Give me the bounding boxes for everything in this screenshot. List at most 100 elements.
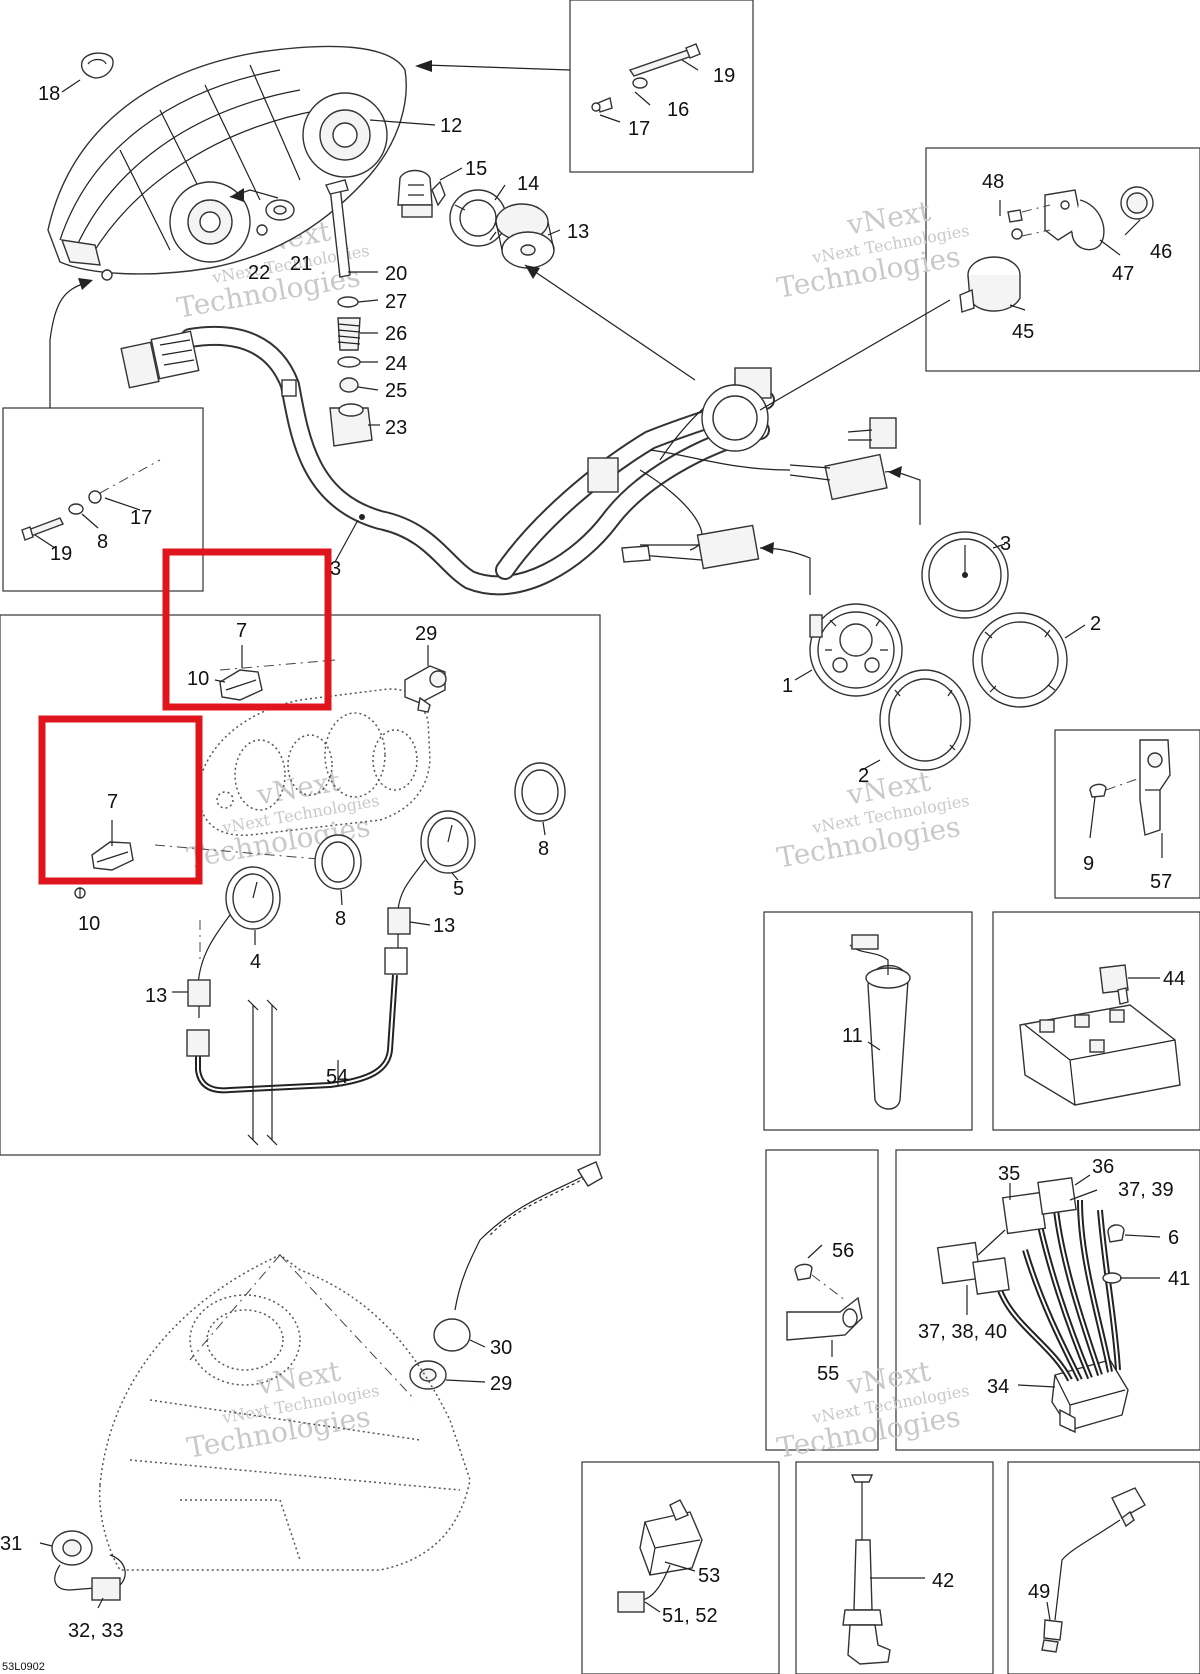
callout-2-upper: 2: [1090, 613, 1101, 635]
inset-box-9-57: [1054, 729, 1200, 899]
inset-box-51-53: [581, 1461, 780, 1674]
inset-box-55-56: [765, 1149, 879, 1451]
inset-box-44: [992, 911, 1200, 1131]
sensor-49: [1041, 1487, 1146, 1653]
screw-group-left: [21, 459, 161, 541]
watermark-6: vNext vNext Technologies Technologies: [774, 1354, 970, 1464]
inset-box-34-41: [895, 1149, 1200, 1451]
callout-41: 41: [1168, 1268, 1190, 1290]
harness-34: [992, 1199, 1121, 1382]
bulb-15: [397, 169, 446, 218]
cluster-housing: [154, 659, 431, 960]
callout-12: 12: [440, 115, 462, 137]
callout-14: 14: [517, 173, 539, 195]
callout-17-left: 17: [130, 507, 152, 529]
inset-box-right-top: [925, 147, 1200, 372]
callout-48: 48: [982, 171, 1004, 193]
callout-49: 49: [1028, 1581, 1050, 1603]
tether-cord-30: [409, 1161, 603, 1390]
callout-18: 18: [38, 83, 60, 105]
inset-box-top: [569, 0, 754, 173]
watermark-2: vNext vNext Technologies Technologies: [774, 194, 970, 304]
callout-44: 44: [1163, 968, 1185, 990]
fuse-box-44: [1019, 964, 1181, 1106]
callout-37-38-40: 37, 38, 40: [918, 1321, 1007, 1343]
gauge-3: [921, 531, 1009, 619]
sensor-42: [842, 1474, 891, 1665]
screw-group-top: [591, 43, 701, 113]
callout-15: 15: [465, 158, 487, 180]
callout-29-lower: 29: [490, 1373, 512, 1395]
callout-20: 20: [385, 263, 407, 285]
callout-35: 35: [998, 1163, 1020, 1185]
gauge-4: [197, 866, 281, 986]
connectors-35-40: [936, 1176, 1125, 1295]
inset-box-cluster: [0, 614, 601, 1156]
connector-13-right: [384, 907, 411, 975]
grommet-21-22: [256, 199, 295, 236]
callout-4: 4: [250, 951, 261, 973]
callout-24: 24: [385, 353, 407, 375]
fuel-sender-11: [849, 934, 911, 1110]
callout-7-upper: 7: [236, 620, 247, 642]
callout-51-52: 51, 52: [662, 1605, 718, 1627]
bezel-2-upper: [972, 612, 1068, 708]
bracket-55: [786, 1263, 863, 1341]
callout-46: 46: [1150, 241, 1172, 263]
clip-18: [80, 52, 114, 79]
callout-5: 5: [453, 878, 464, 900]
grommet-13-top: [495, 203, 555, 269]
callout-8-right: 8: [538, 838, 549, 860]
bracket-57: [1089, 739, 1171, 836]
callout-2-lower: 2: [858, 765, 869, 787]
callout-6: 6: [1168, 1227, 1179, 1249]
main-harness: [120, 325, 897, 596]
inset-box-42: [795, 1461, 994, 1674]
diagram-code: 53L0902: [2, 1661, 45, 1673]
inset-box-49: [1007, 1461, 1200, 1674]
clip-7-upper: [219, 669, 263, 701]
connector-13-left: [187, 979, 211, 1018]
callout-3-harness: 3: [330, 558, 341, 580]
callout-47: 47: [1112, 263, 1134, 285]
watermark-5: vNext vNext Technologies Technologies: [184, 1354, 380, 1464]
bezel-2-lower: [879, 669, 971, 771]
highlight-box-upper: [162, 548, 332, 711]
callout-19-left: 19: [50, 543, 72, 565]
callout-30: 30: [490, 1337, 512, 1359]
callout-8-left: 8: [97, 531, 108, 553]
callout-32-33: 32, 33: [68, 1620, 124, 1642]
callout-3-gauge: 3: [1000, 533, 1011, 555]
callout-9: 9: [1083, 853, 1094, 875]
callout-54: 54: [326, 1066, 348, 1088]
watermark-4: vNext vNext Technologies Technologies: [774, 764, 970, 874]
callout-17-top: 17: [628, 118, 650, 140]
callout-1: 1: [782, 675, 793, 697]
headlamp-assembly: [47, 45, 407, 281]
callout-53: 53: [698, 1565, 720, 1587]
callout-10-lower: 10: [78, 913, 100, 935]
callout-11: 11: [842, 1025, 863, 1047]
inset-box-11: [763, 911, 973, 1131]
callout-13-left: 13: [145, 985, 167, 1007]
gauge-1: [809, 603, 903, 697]
callout-42: 42: [932, 1570, 954, 1592]
gauge-5: [397, 810, 476, 911]
callout-8-center: 8: [335, 908, 346, 930]
callout-13-top: 13: [567, 221, 589, 243]
callout-34: 34: [987, 1376, 1009, 1398]
clip-7-lower: [91, 841, 134, 871]
callout-7-lower: 7: [107, 791, 118, 813]
callout-16: 16: [667, 99, 689, 121]
callout-45: 45: [1012, 321, 1034, 343]
callout-19-top: 19: [713, 65, 735, 87]
retaining-ring-14: [449, 189, 507, 247]
console-housing: [98, 1254, 471, 1571]
callout-57: 57: [1150, 871, 1172, 893]
callout-21: 21: [290, 253, 312, 275]
callout-29-upper: 29: [415, 623, 437, 645]
harness-54: [186, 974, 398, 1146]
switch-31: [51, 1530, 126, 1601]
